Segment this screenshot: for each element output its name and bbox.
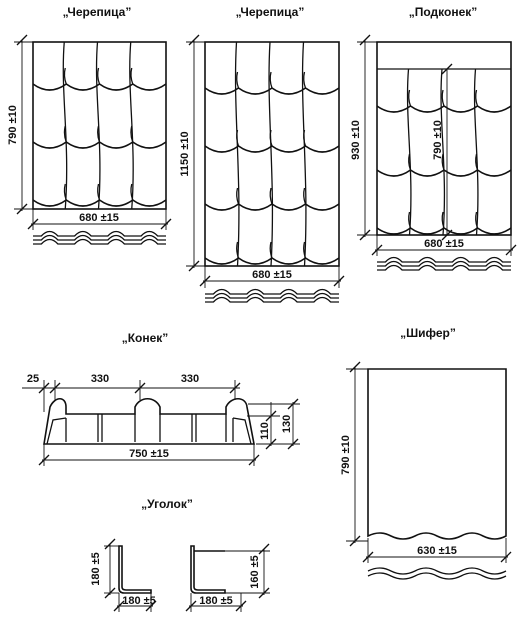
dim-ugolok-1-width: 180 ±5 [122, 595, 156, 607]
dim-ugolok-2-width: 180 ±5 [199, 595, 233, 607]
tile-step [269, 187, 273, 205]
tile-profile-line [205, 288, 339, 295]
tile-step [303, 241, 307, 259]
dim-cherepitsa-2-height: 1150 ±10 [179, 131, 191, 176]
tile-step [475, 211, 479, 229]
tile-step [475, 89, 479, 107]
dim-ugolok-1-height: 180 ±5 [90, 552, 102, 586]
tile-rib [301, 41, 307, 267]
tile-step [475, 153, 479, 171]
tile-step [97, 67, 101, 85]
tile-step [269, 71, 273, 89]
title-cherepitsa-2: „Черепица” [236, 5, 305, 19]
tile-step [97, 125, 101, 143]
tile-step [236, 241, 240, 259]
dim-shifer-height: 790 ±10 [340, 435, 352, 475]
tile-rib [95, 41, 101, 210]
tile-profile-line [33, 238, 166, 245]
title-shifer: „Шифер” [400, 326, 456, 340]
dim-konek-width: 750 ±15 [129, 448, 169, 460]
tile-rib [234, 41, 240, 267]
tile-rib [62, 41, 68, 210]
tile-step [63, 125, 67, 143]
tile-rib [440, 68, 446, 236]
tile-profile-line [377, 260, 511, 267]
tile-row [376, 105, 512, 113]
dim-podkonek-height: 930 ±10 [350, 120, 362, 160]
dim-ugolok-2-height: 160 ±5 [249, 555, 261, 589]
dim-cherepitsa-1-height: 790 ±10 [7, 105, 19, 145]
tile-rib [406, 68, 412, 236]
tile-step [408, 211, 412, 229]
sheet-podkonek: 930 ±10 790 ±10 680 ±15 [350, 34, 517, 271]
tile-step [236, 187, 240, 205]
sheet-shifer: 790 ±10 630 ±15 [340, 361, 512, 580]
dim-shifer-width: 630 ±15 [417, 545, 457, 557]
tile-step [130, 67, 134, 85]
tile-row [376, 227, 512, 235]
title-konek: „Конек” [122, 331, 169, 345]
tile-step [303, 71, 307, 89]
dim-cherepitsa-2-width: 680 ±15 [252, 269, 292, 281]
tile-step [441, 153, 445, 171]
tile-profile-line [33, 230, 166, 237]
tile-step [236, 71, 240, 89]
tile-step [441, 89, 445, 107]
tile-rib [129, 41, 134, 210]
tile-row [204, 87, 340, 95]
dim-podkonek-inner-height: 790 ±10 [432, 120, 444, 160]
dim-cherepitsa-1-width: 680 ±15 [79, 212, 119, 224]
angle-ugolok-1: 180 ±5 180 ±5 [90, 538, 157, 612]
dim-konek-left-offset: 25 [27, 373, 39, 385]
dim-konek-height-130: 130 [281, 415, 293, 433]
tile-step [408, 89, 412, 107]
tile-step [269, 241, 273, 259]
tile-step [130, 125, 134, 143]
title-cherepitsa-1: „Черепица” [63, 5, 132, 19]
tile-profile-line [205, 296, 339, 303]
tile-step [63, 183, 67, 201]
tile-rib [268, 41, 274, 267]
dim-konek-span-2: 330 [181, 373, 199, 385]
tile-step [236, 129, 240, 147]
tile-row [32, 83, 167, 91]
tile-row [204, 145, 340, 153]
tile-step [303, 187, 307, 205]
dim-konek-height-110: 110 [259, 422, 271, 440]
sheet-cherepitsa-2: 1150 ±10 680 ±15 [179, 34, 345, 303]
angle-ugolok-2: 160 ±5 180 ±5 [185, 543, 270, 612]
tile-row [204, 257, 340, 265]
tile-profile-line [377, 264, 511, 271]
tile-profile-line [377, 256, 511, 263]
tile-profile-line [205, 292, 339, 299]
dim-konek-span-1: 330 [91, 373, 109, 385]
tile-step [441, 211, 445, 229]
ridge-konek: 25 330 330 110 130 750 ±15 [22, 373, 300, 466]
title-ugolok: „Уголок” [141, 497, 193, 511]
tile-profile-line [33, 234, 166, 241]
tile-step [303, 129, 307, 147]
tile-rib [473, 68, 479, 236]
tile-step [408, 153, 412, 171]
tile-step [269, 129, 273, 147]
dim-podkonek-width: 680 ±15 [424, 238, 464, 250]
tile-step [130, 183, 134, 201]
tile-step [97, 183, 101, 201]
tile-step [63, 67, 67, 85]
title-podkonek: „Подконек” [409, 5, 478, 19]
sheet-cherepitsa-1: 790 ±10 680 ±15 [7, 34, 172, 245]
